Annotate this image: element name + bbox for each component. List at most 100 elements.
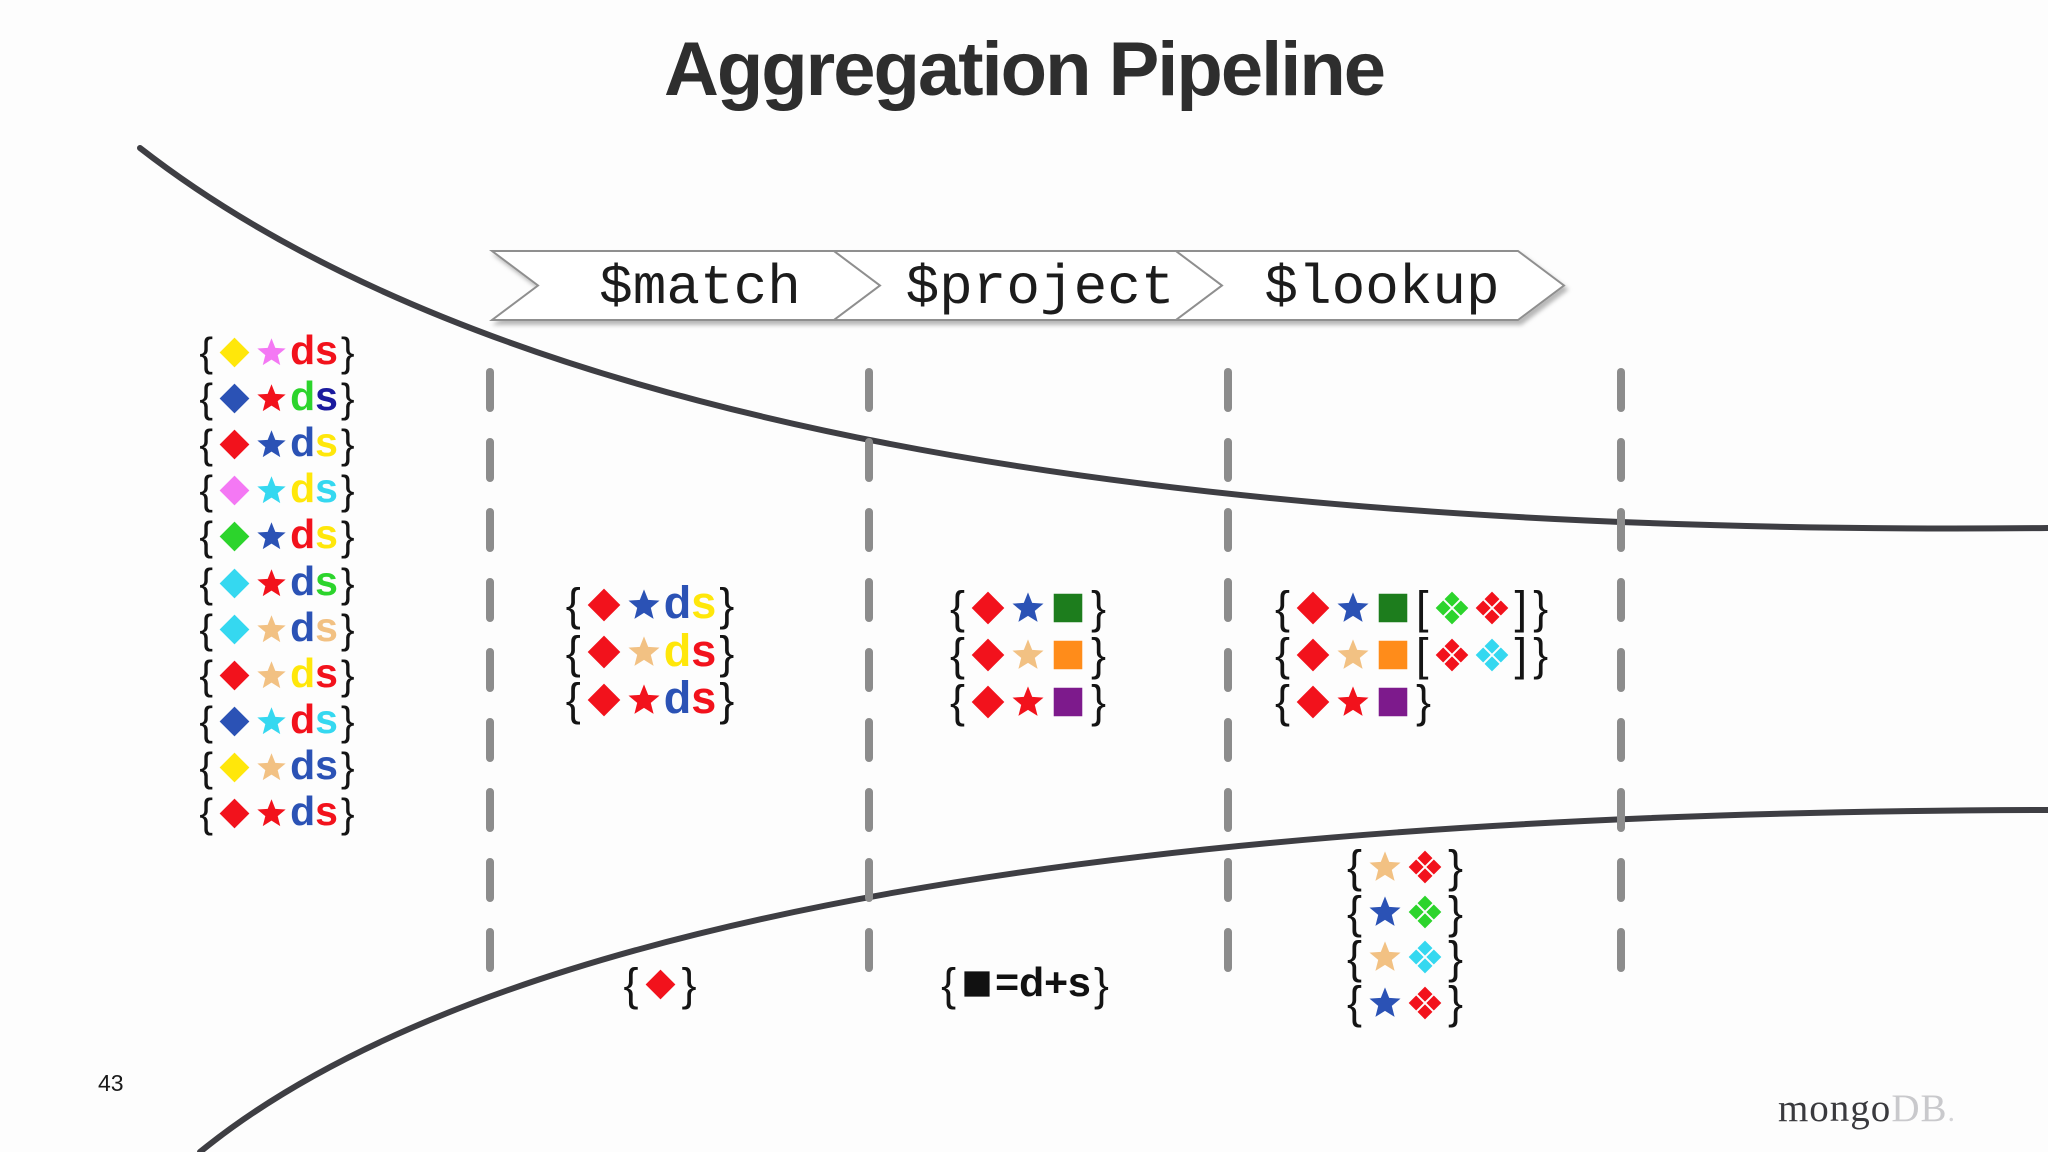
field-text: s <box>315 649 338 696</box>
field-text: s <box>691 672 717 724</box>
brace-text: { <box>199 790 214 837</box>
document: {} <box>942 678 1114 725</box>
diamond-icon <box>219 337 250 368</box>
project-stage-documents: {}{}{} <box>942 584 1114 725</box>
field-text: d <box>290 742 316 789</box>
star-icon <box>627 683 661 717</box>
star-icon <box>256 798 287 829</box>
brace-text: { <box>199 420 214 467</box>
field-text: d <box>663 672 692 724</box>
square-icon <box>1051 685 1085 719</box>
diamond-icon <box>219 475 250 506</box>
document: {=d+s} <box>932 960 1118 1008</box>
star-icon <box>256 752 287 783</box>
mongodb-logo: mongoDB. <box>1778 1086 1956 1131</box>
brace-text: } <box>1533 582 1549 633</box>
diamond-icon <box>219 660 250 691</box>
brace-text: } <box>340 790 355 837</box>
square-icon <box>1376 591 1410 625</box>
brace-text: { <box>1346 886 1362 938</box>
diamond-icon <box>587 635 621 669</box>
field-text: s <box>315 326 338 373</box>
funnel-top-curve <box>137 145 2048 532</box>
brace-text: } <box>1416 676 1432 727</box>
brace-text: } <box>719 674 735 726</box>
brace-text: } <box>340 513 355 560</box>
star-icon <box>1368 850 1402 884</box>
field-text: d <box>290 511 316 558</box>
field-text: d <box>663 624 692 676</box>
funnel-bottom-curve <box>197 807 2048 1152</box>
star-icon <box>256 706 287 737</box>
diamond-icon <box>587 588 621 622</box>
field-text: s <box>315 696 338 743</box>
star-icon <box>256 429 287 460</box>
brace-text: } <box>1448 886 1464 938</box>
brace-text: { <box>199 744 214 791</box>
brace-text: } <box>1091 676 1107 727</box>
diamond-icon <box>645 969 676 1000</box>
brace-text: { <box>199 559 214 606</box>
diamond-icon <box>219 706 250 737</box>
brace-text: ] <box>1514 629 1528 680</box>
document: {} <box>1330 844 1480 889</box>
star-icon <box>627 635 661 669</box>
field-text: d <box>290 372 316 419</box>
diamond-icon <box>219 568 250 599</box>
brace-text: } <box>340 605 355 652</box>
diamond-icon <box>219 521 250 552</box>
brace-text: } <box>340 651 355 698</box>
diamond-icon <box>971 591 1005 625</box>
star-icon <box>1368 895 1402 929</box>
brace-text: { <box>949 582 965 633</box>
brace-text: } <box>1448 977 1464 1029</box>
star-icon <box>627 588 661 622</box>
field-text: s <box>315 418 338 465</box>
cluster-diamonds-icon <box>1408 895 1442 929</box>
chevron-lookup <box>1173 250 1566 321</box>
brace-text: } <box>340 698 355 745</box>
brace-text: } <box>340 374 355 421</box>
star-icon <box>1336 591 1370 625</box>
stage-label-lookup: $lookup <box>1264 256 1499 320</box>
star-icon <box>256 660 287 691</box>
lookup-stage-documents: {[]}{[]}{} <box>1272 584 1582 725</box>
brace-text: } <box>340 328 355 375</box>
star-icon <box>1336 685 1370 719</box>
cluster-diamonds-icon <box>1475 638 1509 672</box>
field-text: s <box>315 465 338 512</box>
lookup-collection-documents: {}{}{}{} <box>1330 844 1480 1026</box>
document: {} <box>942 584 1114 631</box>
brace-text: { <box>565 579 581 631</box>
diamond-icon <box>587 683 621 717</box>
diamond-icon <box>219 798 250 829</box>
brace-text: { <box>199 467 214 514</box>
star-icon <box>1011 591 1045 625</box>
stage-chevrons: $match $project $lookup <box>489 250 1566 321</box>
star-icon <box>1011 685 1045 719</box>
mongodb-logo-db: DB <box>1891 1087 1948 1130</box>
brace-text: ] <box>1514 582 1528 633</box>
field-text: d <box>663 577 692 629</box>
star-icon <box>256 337 287 368</box>
field-text: s <box>315 511 338 558</box>
diamond-icon <box>219 383 250 414</box>
brace-text: { <box>199 651 214 698</box>
diamond-icon <box>1296 591 1330 625</box>
star-icon <box>1368 940 1402 974</box>
document: {} <box>1330 980 1480 1025</box>
brace-text: { <box>1346 977 1362 1029</box>
brace-text: { <box>949 676 965 727</box>
star-icon <box>256 614 287 645</box>
field-text: s <box>315 788 338 835</box>
